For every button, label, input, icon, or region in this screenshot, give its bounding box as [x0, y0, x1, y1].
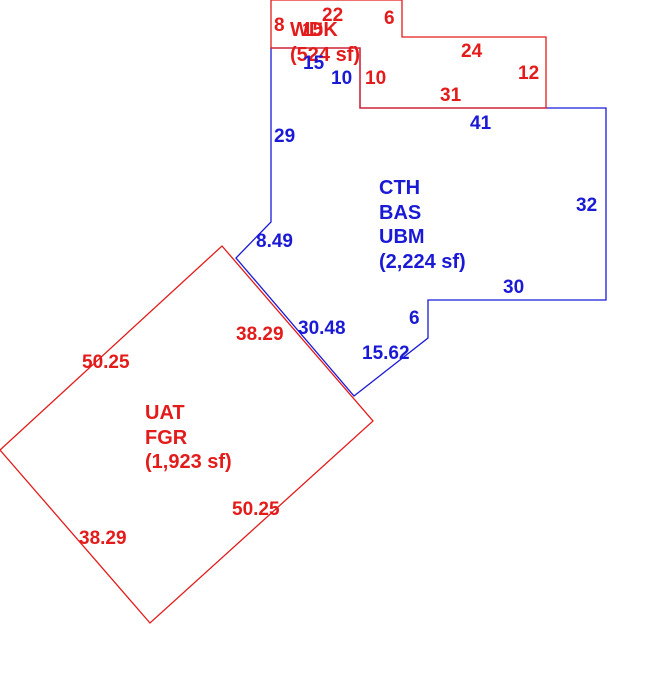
cth-code-line1: CTH — [379, 177, 420, 199]
uat-dim-bottom-left: 38.29 — [79, 528, 127, 549]
uat-labels: 50.25 38.29 50.25 38.29 UAT FGR (1,923 s… — [79, 324, 284, 549]
wdk-dim-upper: 24 — [461, 41, 483, 62]
cth-dim-inner: 10 — [331, 68, 352, 89]
cth-area-label: (2,224 sf) — [379, 251, 466, 273]
wdk-labels: WDK (524 sf) 8 22 6 15 10 24 12 31 — [274, 5, 539, 106]
cth-dim-bottom: 30 — [503, 277, 524, 298]
cth-dim-top: 41 — [470, 113, 492, 134]
cth-dim-diag-short: 15.62 — [362, 343, 410, 364]
cth-dim-right: 32 — [576, 195, 597, 216]
uat-dim-bottom-right: 50.25 — [232, 499, 280, 520]
wdk-dim-right: 12 — [518, 63, 539, 84]
uat-code-line1: UAT — [145, 402, 185, 424]
cth-labels: 15 10 29 41 32 8.49 30 6 30.48 15.62 CTH… — [256, 53, 597, 364]
cth-dim-overlap: 15 — [303, 53, 325, 74]
cth-dim-diag-top: 8.49 — [256, 231, 293, 252]
cth-dim-left: 29 — [274, 126, 295, 147]
uat-dim-top-right: 38.29 — [236, 324, 284, 345]
wdk-dim-inner: 10 — [365, 68, 386, 89]
uat-outline — [0, 245, 374, 624]
wdk-dim-step: 6 — [384, 8, 395, 29]
wdk-dim-top: 22 — [322, 5, 343, 26]
cth-code-line3: UBM — [379, 226, 425, 248]
wdk-outline — [270, 0, 547, 109]
cth-dim-diag-long: 30.48 — [298, 318, 346, 339]
uat-dim-top-left: 50.25 — [82, 352, 130, 373]
wdk-dim-overlap: 15 — [302, 20, 324, 41]
cth-dim-step: 6 — [409, 308, 420, 329]
wdk-code-label: WDK — [290, 19, 338, 41]
uat-code-line2: FGR — [145, 427, 188, 449]
cth-code-line2: BAS — [379, 202, 421, 224]
uat-area-label: (1,923 sf) — [145, 451, 232, 473]
wdk-dim-bottom: 31 — [440, 85, 462, 106]
wdk-area-label: (524 sf) — [290, 44, 360, 66]
wdk-dim-left: 8 — [274, 15, 285, 36]
